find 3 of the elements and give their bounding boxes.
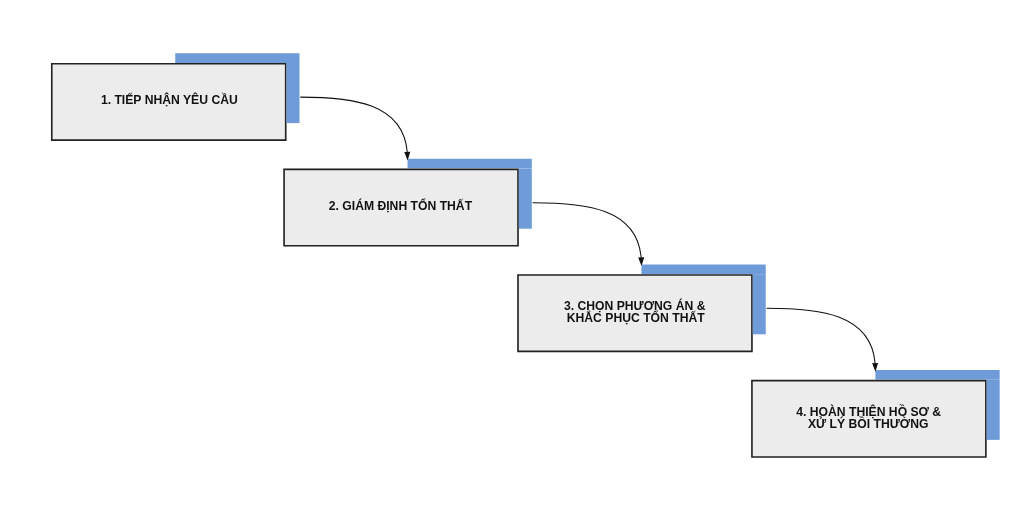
arrow [532,201,645,266]
arrow [299,96,411,160]
arrow [766,307,879,372]
